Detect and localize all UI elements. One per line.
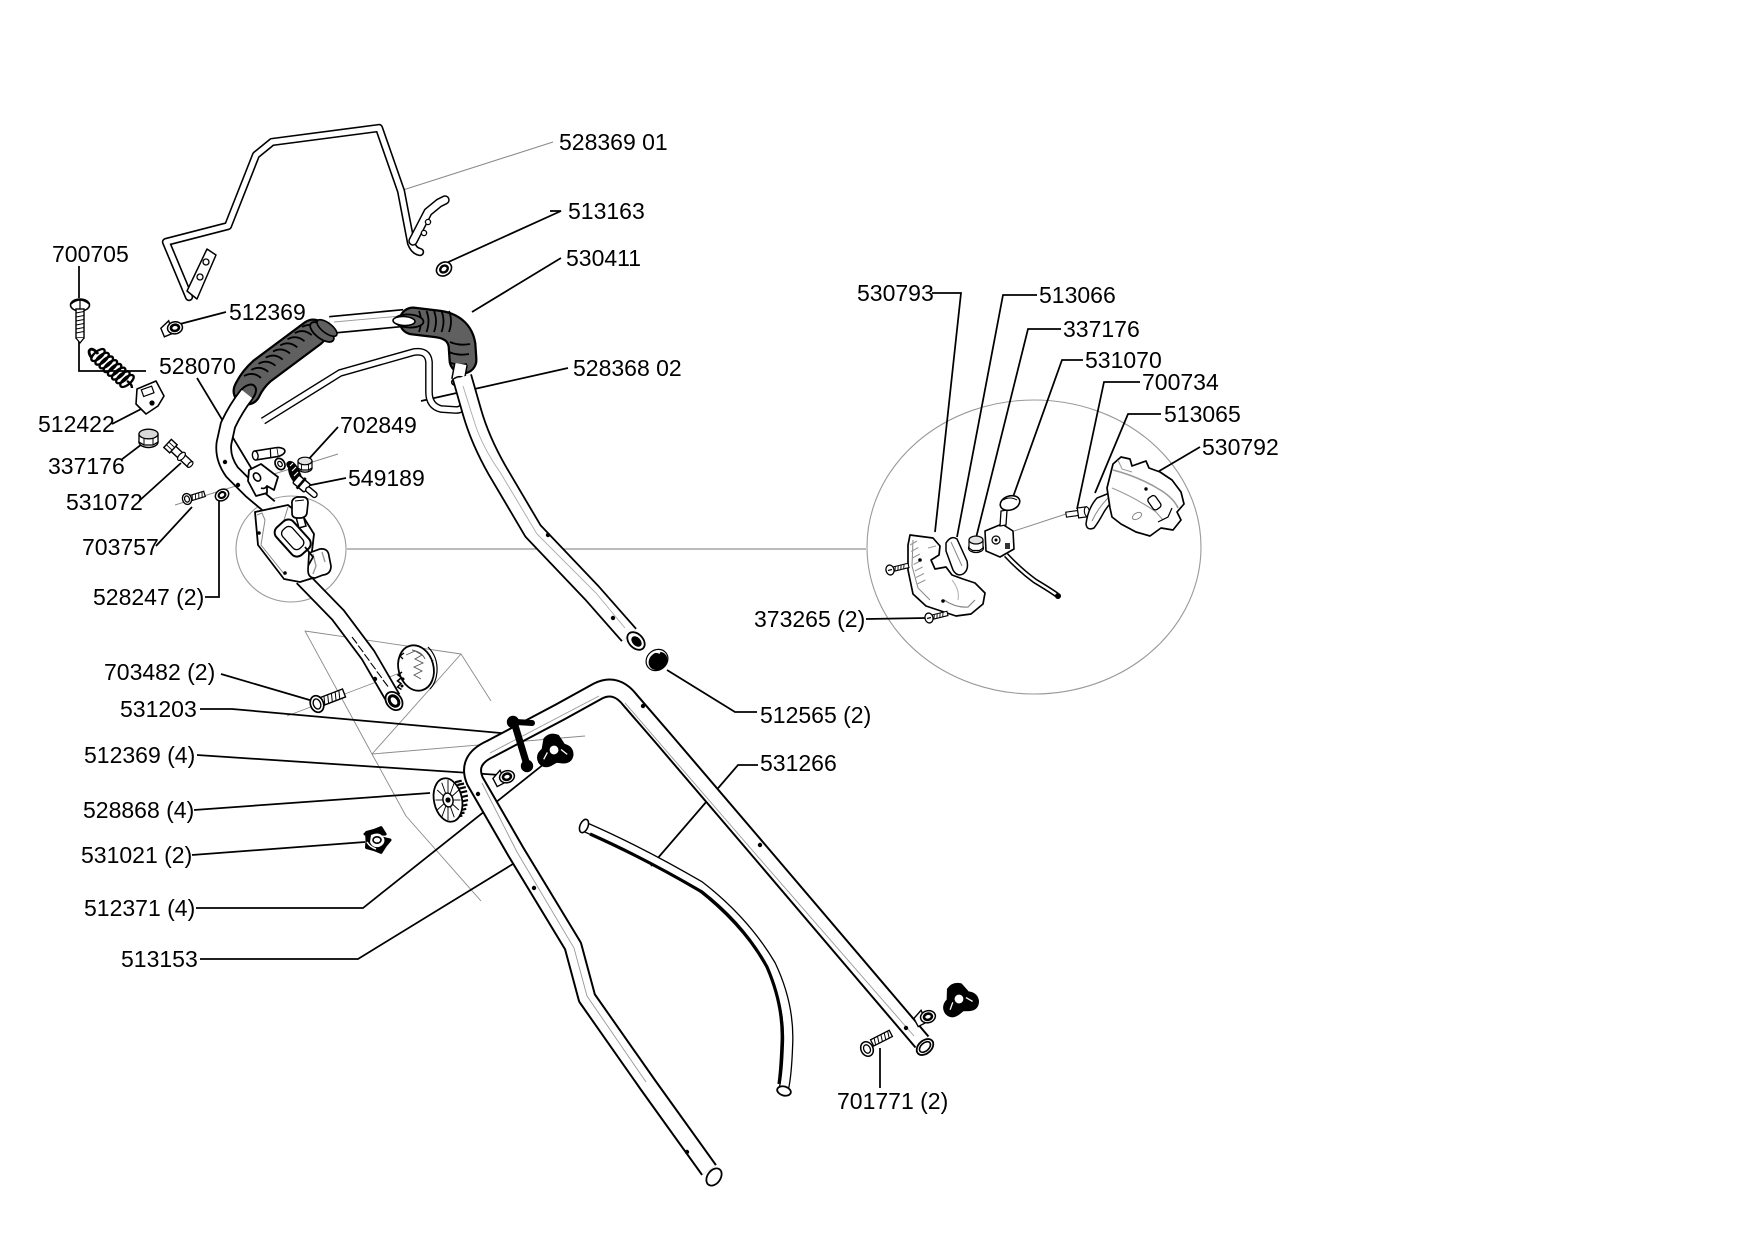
svg-text:337176: 337176 bbox=[1063, 316, 1140, 342]
svg-text:531021 (2): 531021 (2) bbox=[81, 842, 192, 868]
svg-text:703482 (2): 703482 (2) bbox=[104, 659, 215, 685]
svg-text:513065: 513065 bbox=[1164, 401, 1241, 427]
svg-text:528368 02: 528368 02 bbox=[573, 355, 682, 381]
svg-text:702849: 702849 bbox=[340, 412, 417, 438]
svg-text:530793: 530793 bbox=[857, 280, 934, 306]
svg-text:513163: 513163 bbox=[568, 198, 645, 224]
svg-text:549189: 549189 bbox=[348, 465, 425, 491]
svg-text:530792: 530792 bbox=[1202, 434, 1279, 460]
svg-text:528070: 528070 bbox=[159, 353, 236, 379]
svg-text:703757: 703757 bbox=[82, 534, 159, 560]
svg-text:513066: 513066 bbox=[1039, 282, 1116, 308]
svg-text:531070: 531070 bbox=[1085, 347, 1162, 373]
svg-text:512565 (2): 512565 (2) bbox=[760, 702, 871, 728]
svg-text:531072: 531072 bbox=[66, 489, 143, 515]
svg-text:373265 (2): 373265 (2) bbox=[754, 606, 865, 632]
svg-text:701771 (2): 701771 (2) bbox=[837, 1088, 948, 1114]
svg-text:512422: 512422 bbox=[38, 411, 115, 437]
svg-text:700734: 700734 bbox=[1142, 369, 1219, 395]
svg-text:512369: 512369 bbox=[229, 299, 306, 325]
svg-text:530411: 530411 bbox=[566, 245, 641, 271]
svg-text:513153: 513153 bbox=[121, 946, 198, 972]
svg-text:531266: 531266 bbox=[760, 750, 837, 776]
svg-text:512371 (4): 512371 (4) bbox=[84, 895, 195, 921]
svg-text:528369 01: 528369 01 bbox=[559, 129, 668, 155]
svg-text:531203: 531203 bbox=[120, 696, 197, 722]
svg-text:337176: 337176 bbox=[48, 453, 125, 479]
svg-text:700705: 700705 bbox=[52, 241, 129, 267]
svg-text:512369 (4): 512369 (4) bbox=[84, 742, 195, 768]
svg-text:528247 (2): 528247 (2) bbox=[93, 584, 204, 610]
svg-text:528868 (4): 528868 (4) bbox=[83, 797, 194, 823]
